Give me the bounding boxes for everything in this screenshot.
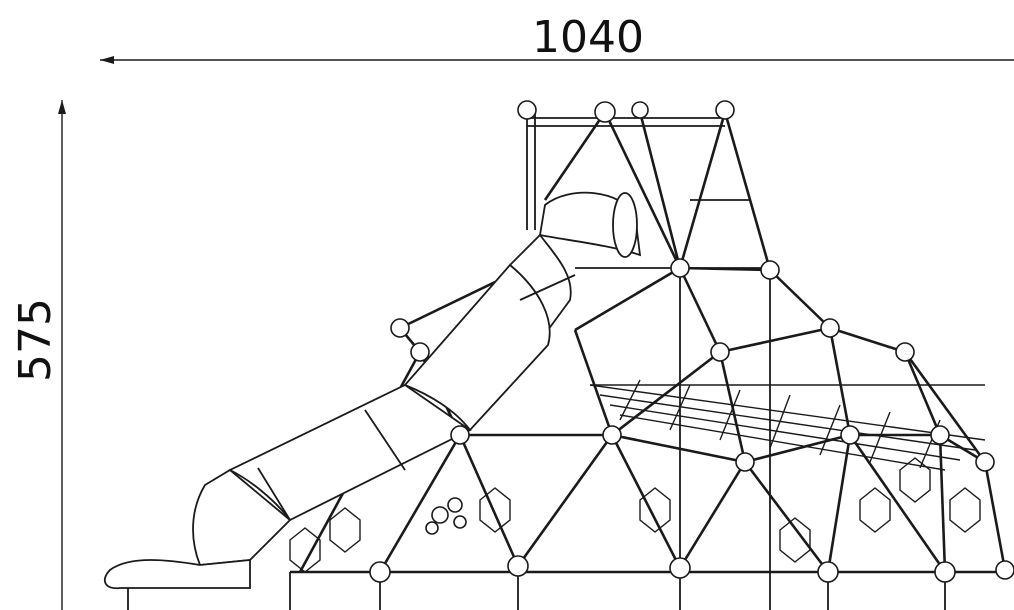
height-label: 575 xyxy=(10,298,61,382)
node-ball-icon xyxy=(760,260,780,280)
node-ball-icon xyxy=(669,557,691,579)
node-ball-icon xyxy=(390,318,410,338)
playground-structure xyxy=(103,100,1014,610)
width-arrow-icon xyxy=(100,56,114,64)
node-ball-icon xyxy=(450,425,470,445)
node-ball-icon xyxy=(507,555,529,577)
node-ball-icon xyxy=(895,342,915,362)
width-dimension: 1040 xyxy=(100,12,1014,64)
node-ball-icon xyxy=(670,258,690,278)
height-dimension: 575 xyxy=(10,100,66,610)
node-ball-icon xyxy=(934,561,956,583)
hex-net-left xyxy=(289,487,511,573)
node-ball-icon xyxy=(631,101,649,119)
node-ball-icon xyxy=(517,100,537,120)
tube-slide xyxy=(103,191,642,590)
node-ball-icon xyxy=(995,560,1014,580)
height-arrow-icon xyxy=(58,100,66,114)
node-ball-icon xyxy=(710,342,730,362)
node-ball-icon xyxy=(594,101,616,123)
top-frame xyxy=(526,110,772,271)
node-ball-icon xyxy=(975,452,995,472)
node-ball-icon xyxy=(602,425,622,445)
dome-frame xyxy=(290,266,1014,610)
node-ball-icon xyxy=(735,452,755,472)
cargo-net xyxy=(589,379,986,471)
support-legs xyxy=(127,572,946,610)
connector-nodes xyxy=(369,100,1014,583)
node-ball-icon xyxy=(930,425,950,445)
hex-net-right xyxy=(639,457,981,563)
climbing-holds xyxy=(425,497,467,535)
node-ball-icon xyxy=(410,342,430,362)
node-ball-icon xyxy=(715,100,735,120)
node-ball-icon xyxy=(817,561,839,583)
width-label: 1040 xyxy=(532,12,644,63)
node-ball-icon xyxy=(840,425,860,445)
node-ball-icon xyxy=(820,318,840,338)
node-ball-icon xyxy=(369,561,391,583)
